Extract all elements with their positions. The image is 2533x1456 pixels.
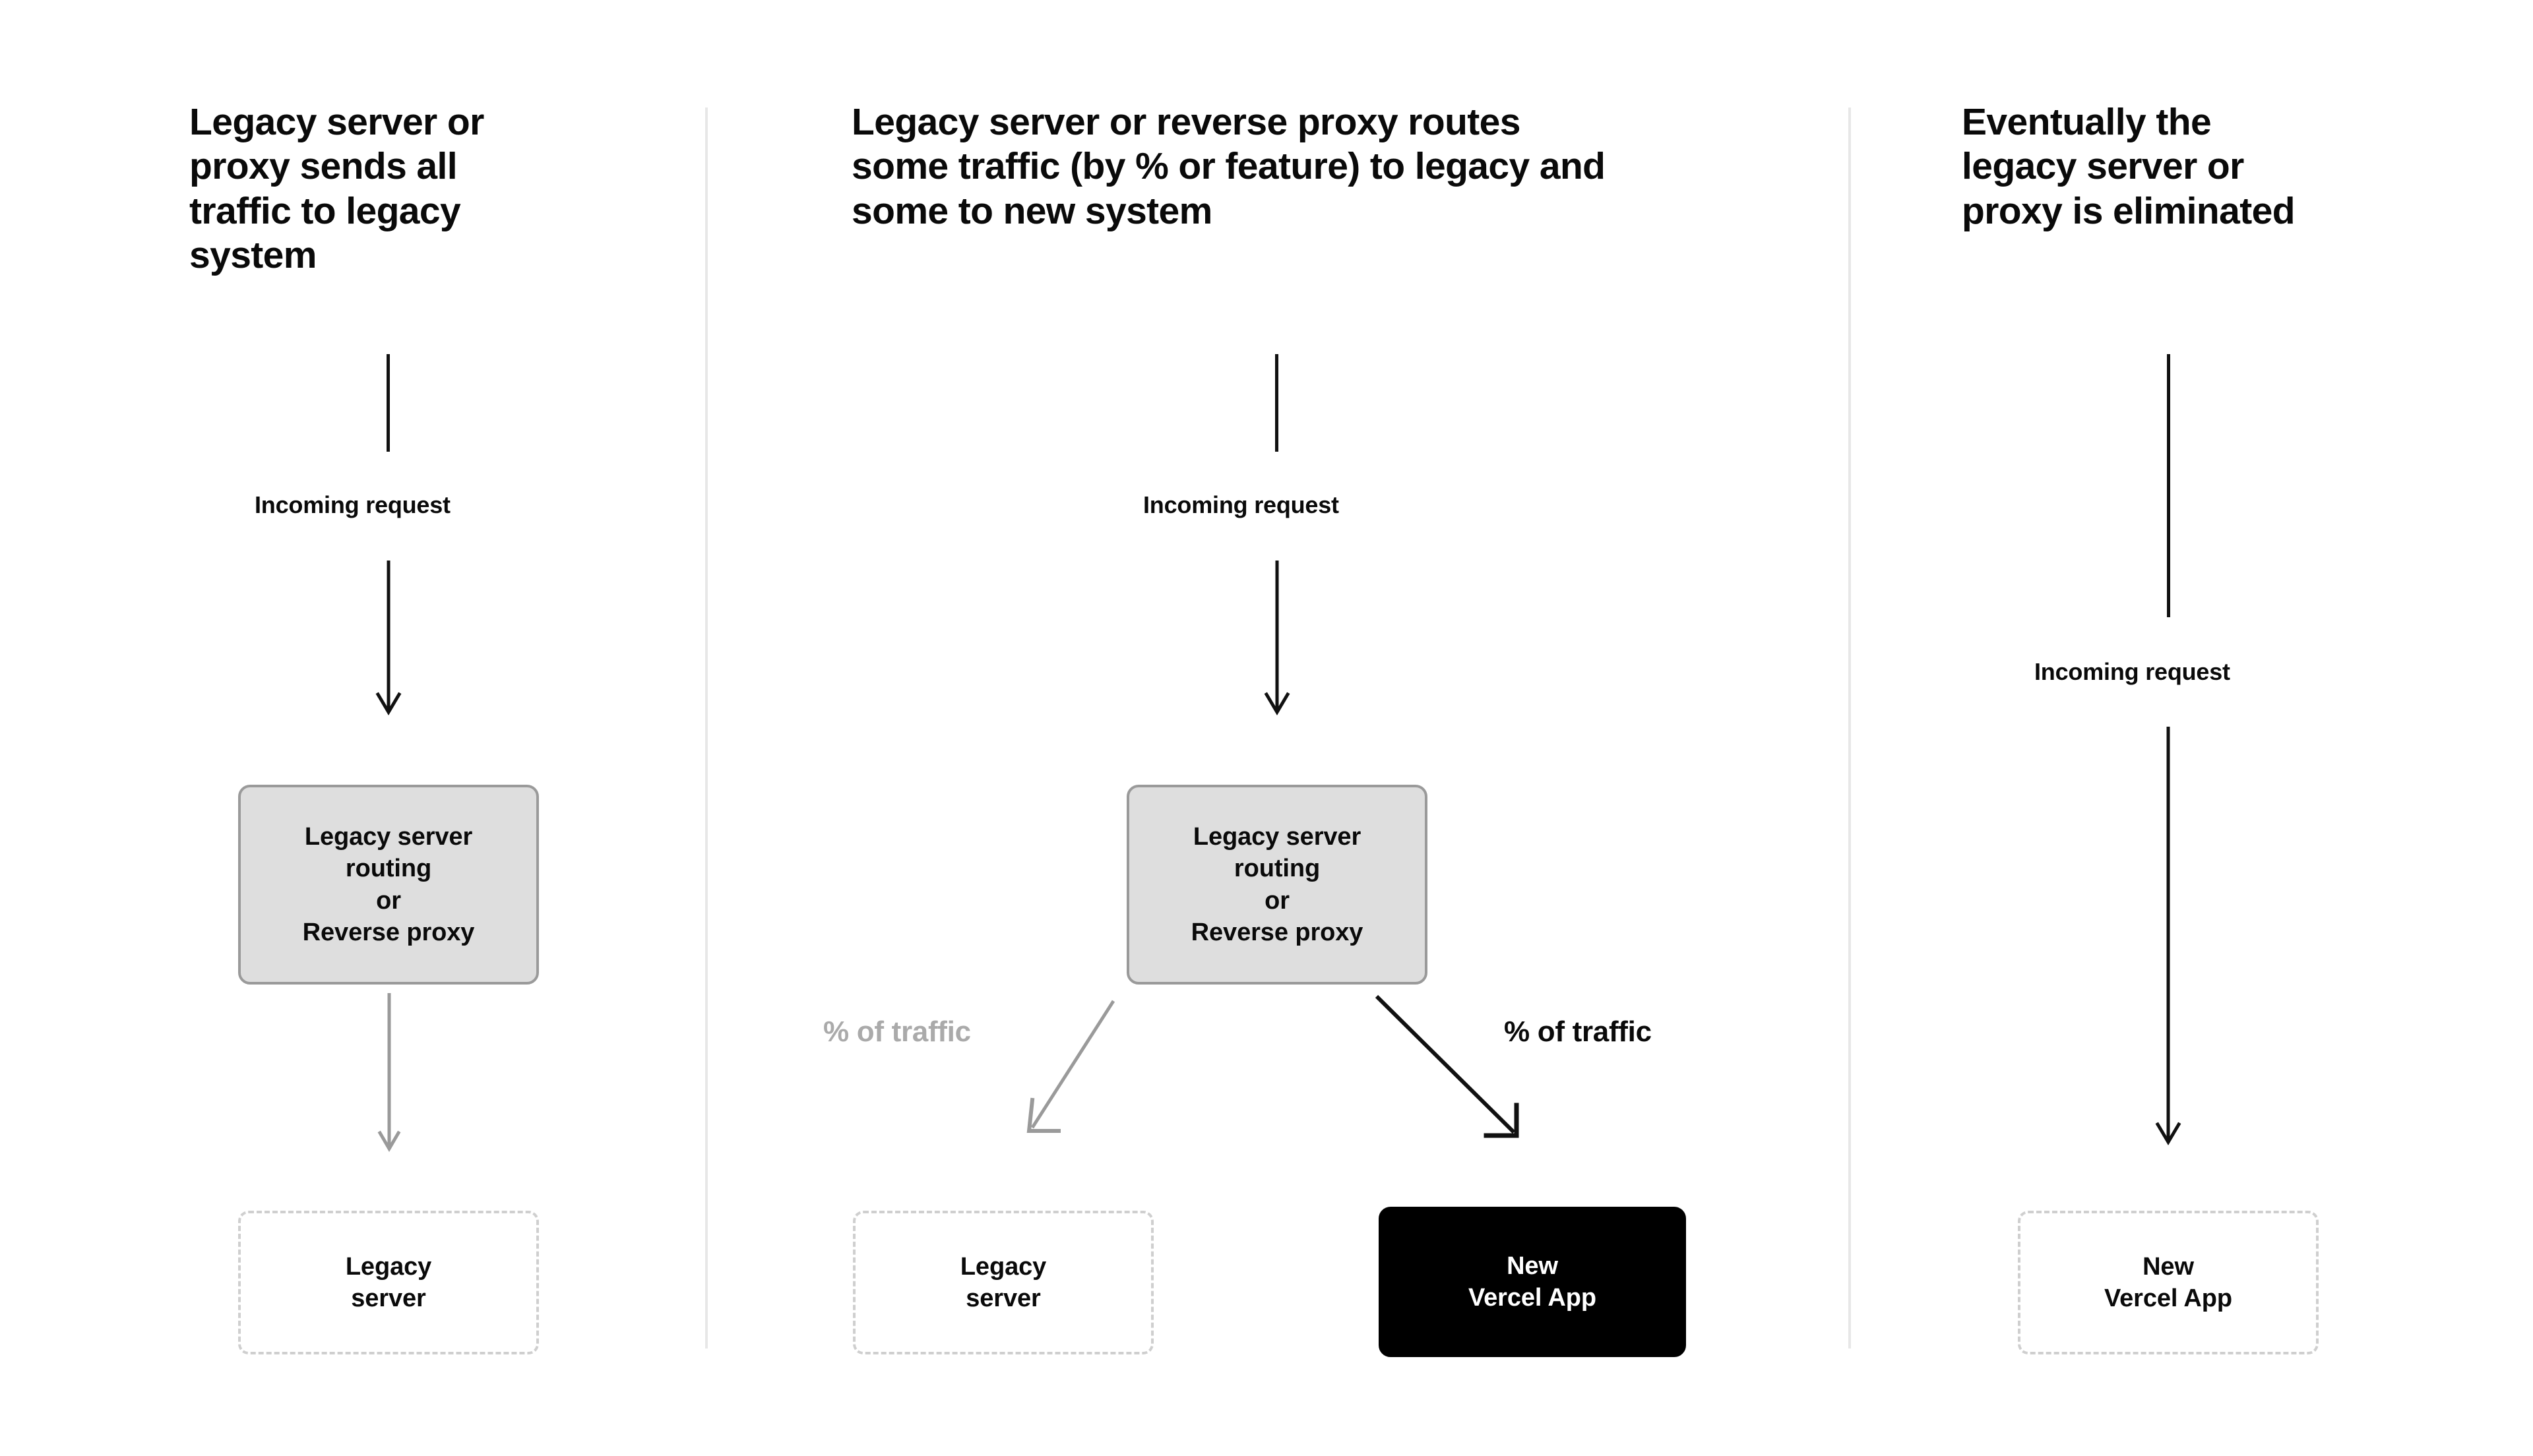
phase-2-arrow-to-legacy (1026, 1000, 1115, 1133)
phase-1-arrow-to-router (375, 561, 402, 715)
column-divider-1 (705, 107, 708, 1349)
phase-2-new-vercel-app-label: New Vercel App (1468, 1252, 1596, 1312)
phase-3-heading: Eventually the legacy server or proxy is… (1962, 101, 2296, 232)
phase-2-arrow-to-vercel (1375, 994, 1519, 1138)
phase-1-heading: Legacy server or proxy sends all traffic… (189, 101, 484, 276)
phase-1-legacy-server-label: Legacy server (345, 1252, 432, 1312)
phase-1-router-box: Legacy server routing or Reverse proxy (238, 785, 539, 985)
phase-2-legacy-server-label: Legacy server (960, 1252, 1047, 1312)
phase-3-arrow-to-vercel (2155, 727, 2181, 1145)
phase-2-heading: Legacy server or reverse proxy routes so… (852, 101, 1606, 232)
phase-2-arrow-to-router (1264, 561, 1290, 715)
phase-1-arrow-to-legacy (377, 993, 401, 1152)
phase-1-inflow-line (387, 354, 390, 452)
phase-2-router-box-label: Legacy server routing or Reverse proxy (1191, 823, 1363, 946)
phase-2-legacy-server-box: Legacy server (853, 1211, 1154, 1354)
phase-2-flow-label: Incoming request (1143, 491, 1339, 518)
phase-2-column: Legacy server or reverse proxy routes so… (708, 0, 1848, 1456)
phase-1-column: Legacy server or proxy sends all traffic… (0, 0, 705, 1456)
phase-2-new-vercel-app-box: New Vercel App (1379, 1207, 1686, 1357)
phase-2-inflow-line (1275, 354, 1278, 452)
phase-3-inflow-line (2167, 354, 2170, 617)
phase-1-router-box-label: Legacy server routing or Reverse proxy (302, 823, 475, 946)
phase-2-traffic-label-right: % of traffic (1504, 1016, 1652, 1048)
phase-3-new-vercel-app-box: New Vercel App (2018, 1211, 2319, 1354)
phase-1-legacy-server-box: Legacy server (238, 1211, 539, 1354)
phase-3-column: Eventually the legacy server or proxy is… (1851, 0, 2533, 1456)
column-divider-2 (1848, 107, 1851, 1349)
phase-3-new-vercel-app-label: New Vercel App (2104, 1252, 2232, 1312)
phase-2-router-box: Legacy server routing or Reverse proxy (1127, 785, 1427, 985)
phase-3-flow-label: Incoming request (2034, 658, 2230, 685)
phase-2-traffic-label-left: % of traffic (823, 1016, 971, 1048)
phase-1-flow-label: Incoming request (255, 491, 451, 518)
